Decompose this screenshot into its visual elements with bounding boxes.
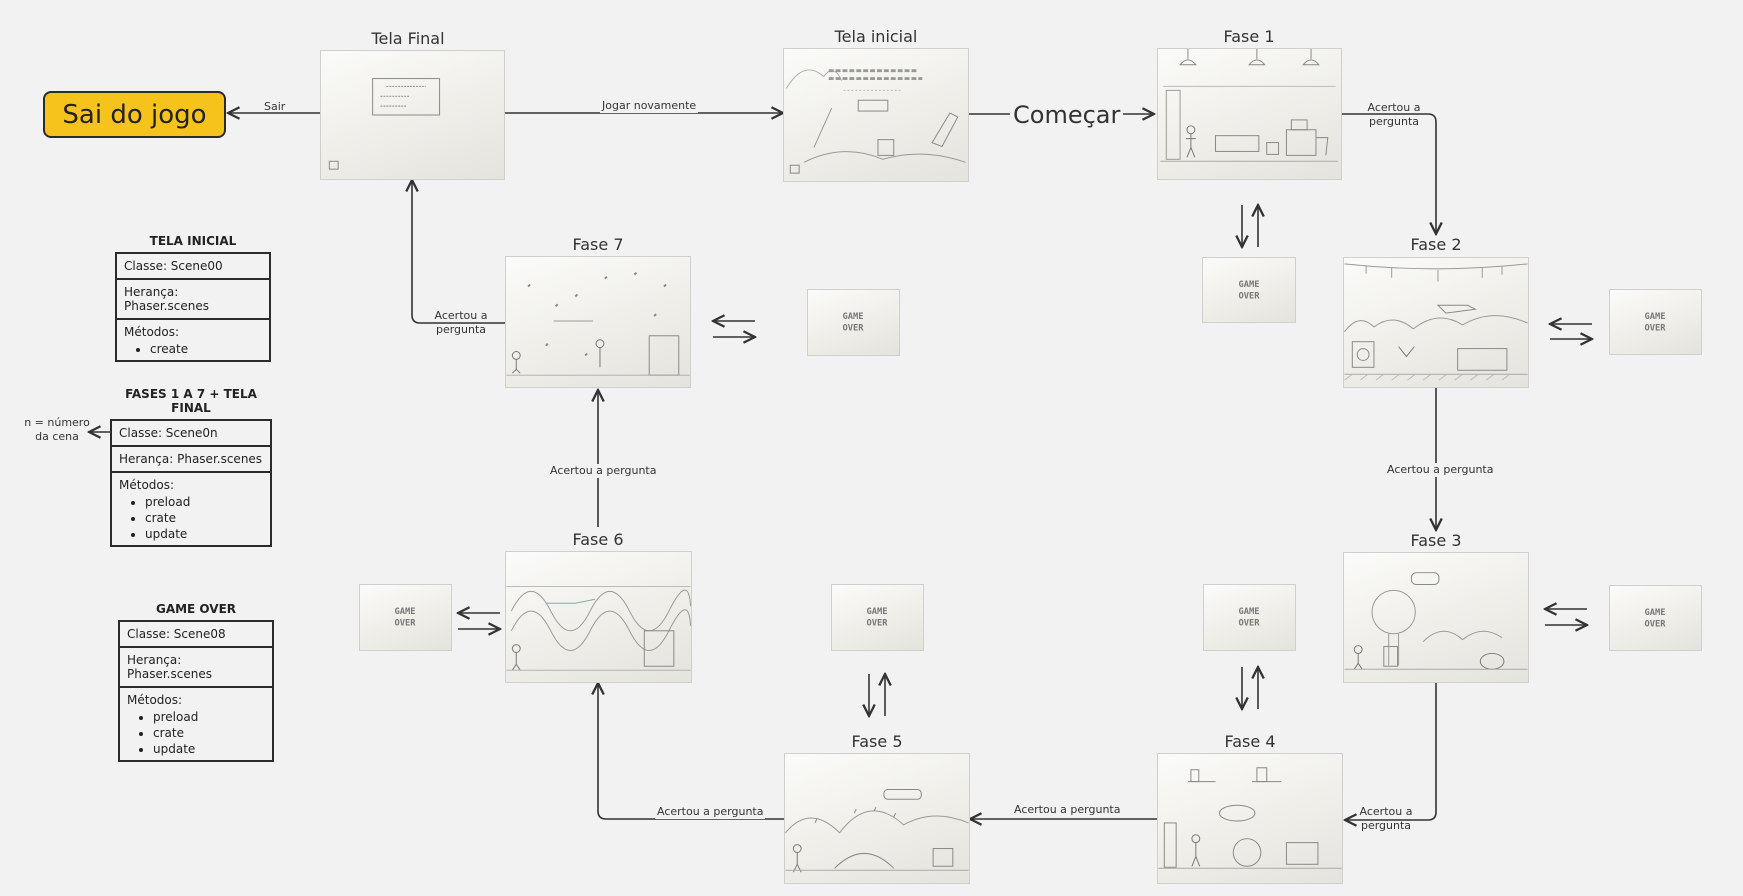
sketch-fase2: [1343, 257, 1529, 388]
title-fase6: Fase 6: [572, 530, 624, 549]
gameover-thumb-f3: GAME OVER: [1609, 585, 1702, 651]
title-fase1: Fase 1: [1223, 27, 1275, 46]
sketch-tela-final: [320, 50, 505, 180]
sketch-fase5-drawing: [785, 788, 969, 873]
title-tela-final: Tela Final: [371, 29, 445, 48]
sketch-fase7-drawing: [506, 272, 690, 376]
gameover-arrows-f6: [458, 613, 500, 629]
sketch-fase3: [1343, 552, 1529, 683]
class-name: Classe: Scene00: [117, 254, 269, 280]
sketch-fase6-drawing: [506, 585, 691, 671]
method-item: create: [150, 341, 262, 357]
svg-text:OVER: OVER: [1239, 292, 1261, 302]
class-methods-label: Métodos:: [119, 478, 175, 492]
label-comecar: Começar: [1010, 101, 1124, 129]
sketch-fase2-drawing: [1344, 263, 1528, 381]
sketch-fase4-drawing: [1158, 767, 1342, 869]
title-fase4: Fase 4: [1224, 732, 1276, 751]
label-f3-f4: Acertou a pergunta: [1359, 805, 1413, 832]
class-methods-label: Métodos:: [127, 693, 183, 707]
class-box-game-over: GAME OVER Classe: Scene08 Herança: Phase…: [118, 602, 274, 762]
note-scene-number: n = número da cena: [24, 416, 90, 443]
gameover-arrows-f5: [869, 674, 885, 716]
class-heading: TELA INICIAL: [149, 234, 237, 248]
gameover-thumb-f2: GAME OVER: [1609, 289, 1702, 355]
method-item: update: [153, 741, 265, 757]
label-f5-f6: Acertou a pergunta: [655, 805, 766, 819]
svg-text:GAME: GAME: [395, 607, 416, 617]
svg-text:GAME: GAME: [867, 607, 888, 617]
svg-text:OVER: OVER: [1645, 620, 1667, 630]
gameover-arrows-f4: [1242, 667, 1258, 709]
gameover-thumb-f4: GAME OVER: [1203, 584, 1296, 651]
sketch-fase3-drawing: [1344, 572, 1528, 670]
title-fase7: Fase 7: [572, 235, 624, 254]
exit-game-node: Sai do jogo: [43, 91, 226, 138]
label-f2-f3: Acertou a pergunta: [1385, 463, 1496, 477]
method-item: preload: [153, 709, 265, 725]
class-methods-label: Métodos:: [124, 325, 180, 339]
class-box-fases: FASES 1 A 7 + TELA FINAL Classe: Scene0n…: [110, 387, 272, 547]
class-inheritance: Herança: Phaser.scenes: [112, 447, 270, 473]
svg-text:GAME: GAME: [843, 312, 864, 322]
svg-text:OVER: OVER: [395, 619, 417, 629]
svg-text:OVER: OVER: [1239, 619, 1261, 629]
gameover-thumb-f7: GAME OVER: [807, 289, 900, 356]
class-heading: FASES 1 A 7 + TELA FINAL: [125, 387, 257, 415]
sketch-inicial-drawing: [785, 69, 966, 174]
svg-text:OVER: OVER: [843, 324, 865, 334]
sketch-fase7: [505, 256, 691, 388]
sketch-fase4: [1157, 753, 1343, 884]
sketch-tela-inicial: [783, 48, 969, 182]
arrow-f3-f4: [1345, 683, 1437, 820]
label-f6-f7: Acertou a pergunta: [548, 464, 659, 478]
label-jogar-novamente: Jogar novamente: [600, 99, 699, 113]
sketch-fase5: [784, 753, 970, 884]
class-heading: GAME OVER: [155, 602, 237, 616]
method-item: crate: [153, 725, 265, 741]
title-fase5: Fase 5: [851, 732, 903, 751]
gameover-thumb-f5: GAME OVER: [831, 584, 924, 651]
sketch-fase1-drawing: [1160, 49, 1338, 162]
class-box-tela-inicial: TELA INICIAL Classe: Scene00 Herança: Ph…: [115, 234, 271, 362]
class-name: Classe: Scene0n: [112, 421, 270, 447]
sketch-final-drawing: [328, 78, 441, 170]
svg-text:OVER: OVER: [1645, 324, 1667, 334]
method-item: update: [145, 526, 263, 542]
svg-text:GAME: GAME: [1239, 280, 1260, 290]
arrow-f7-final: [412, 180, 505, 324]
gameover-thumb-f6: GAME OVER: [359, 584, 452, 651]
gameover-arrows-f3: [1545, 609, 1587, 625]
svg-text:GAME: GAME: [1645, 608, 1666, 618]
class-name: Classe: Scene08: [120, 622, 272, 648]
label-f7-final: Acertou a pergunta: [434, 309, 488, 336]
label-sair: Sair: [264, 100, 286, 113]
method-item: preload: [145, 494, 263, 510]
svg-text:OVER: OVER: [867, 619, 889, 629]
title-fase2: Fase 2: [1410, 235, 1462, 254]
title-fase3: Fase 3: [1410, 531, 1462, 550]
class-inheritance: Herança: Phaser.scenes: [120, 648, 272, 688]
gameover-arrows-f7: [713, 321, 755, 337]
method-item: crate: [145, 510, 263, 526]
sketch-fase1: [1157, 48, 1342, 180]
arrow-f1-f2: [1342, 113, 1436, 234]
gameover-arrows-f2: [1550, 324, 1592, 339]
gameover-thumb-f1: GAME OVER: [1202, 257, 1296, 323]
arrow-f5-f6: [598, 683, 784, 820]
gameover-arrows-f1: [1242, 205, 1258, 247]
title-tela-inicial: Tela inicial: [834, 27, 918, 46]
label-f4-f5: Acertou a pergunta: [1012, 803, 1123, 817]
sketch-fase6: [505, 551, 692, 683]
svg-text:GAME: GAME: [1645, 312, 1666, 322]
class-inheritance: Herança: Phaser.scenes: [117, 280, 269, 320]
svg-text:GAME: GAME: [1239, 607, 1260, 617]
label-f1-f2: Acertou a pergunta: [1367, 101, 1421, 128]
